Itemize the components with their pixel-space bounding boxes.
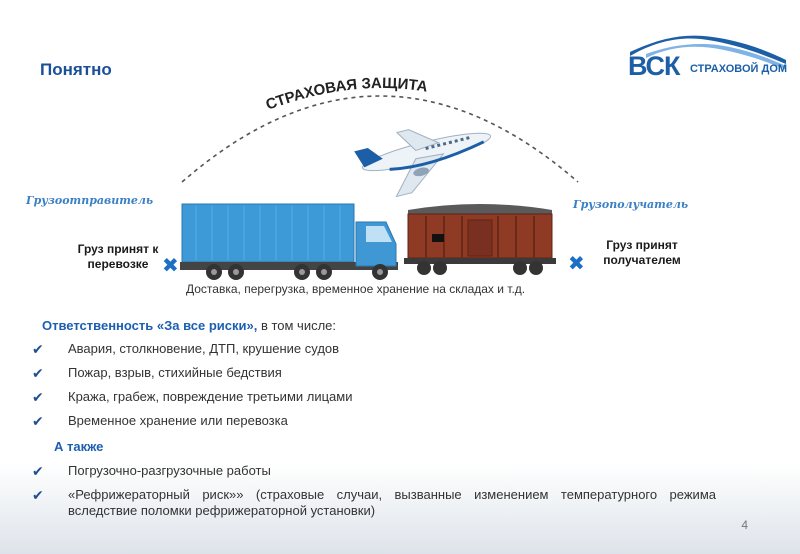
cross-icon: ✖ bbox=[568, 253, 585, 275]
logo-text: СТРАХОВОЙ ДОМ bbox=[690, 63, 788, 75]
list-item-text: Авария, столкновение, ДТП, крушение судо… bbox=[68, 341, 340, 356]
responsibility-heading-rest: в том числе: bbox=[257, 318, 337, 333]
receiver-label: Грузополучатель bbox=[573, 198, 689, 211]
list-item-text: Пожар, взрыв, стихийные бедствия bbox=[68, 365, 282, 380]
airplane-icon bbox=[354, 129, 492, 198]
responsibility-heading: Ответственность «За все риски», в том чи… bbox=[42, 318, 336, 333]
checkmark-icon: ✔ bbox=[32, 413, 44, 429]
checkmark-icon: ✔ bbox=[32, 487, 44, 503]
checkmark-icon: ✔ bbox=[32, 341, 44, 357]
cargo-scene: СТРАХОВАЯ ЗАЩИТА bbox=[180, 75, 579, 280]
railcar-icon bbox=[404, 204, 556, 275]
arc-label-path: СТРАХОВАЯ ЗАЩИТА bbox=[264, 75, 429, 114]
list-item: ✔ Пожар, взрыв, стихийные бедствия bbox=[32, 365, 352, 381]
company-logo: ВСК СТРАХОВОЙ ДОМ bbox=[628, 34, 788, 80]
protection-arc bbox=[181, 95, 579, 183]
list-item-text: Погрузочно-разгрузочные работы bbox=[68, 463, 271, 478]
checkmark-icon: ✔ bbox=[32, 365, 44, 381]
cross-icon: ✖ bbox=[162, 255, 179, 277]
list-item-text: Кража, грабеж, повреждение третьими лица… bbox=[68, 389, 353, 404]
cargo-accepted-for-transport: Груз принят к перевозке bbox=[77, 242, 159, 271]
responsibility-heading-accent: Ответственность «За все риски», bbox=[42, 318, 258, 333]
list-item: ✔ Авария, столкновение, ДТП, крушение суд… bbox=[32, 341, 352, 357]
slide-title: Понятно bbox=[40, 60, 112, 79]
additional-risk-list: ✔ Погрузочно-разгрузочные работы ✔ «Рефриж… bbox=[32, 463, 716, 527]
page-number: 4 bbox=[741, 518, 748, 532]
cargo-accepted-by-receiver: Груз принят получателем bbox=[603, 238, 681, 267]
checkmark-icon: ✔ bbox=[32, 463, 44, 479]
logo-abbreviation: ВСК bbox=[628, 51, 680, 81]
delivery-caption: Доставка, перегрузка, временное хранение… bbox=[186, 282, 526, 296]
list-item: ✔ «Рефрижераторный риск»» (страховые случ… bbox=[32, 487, 716, 519]
list-item: ✔ Временное хранение или перевозка bbox=[32, 413, 352, 429]
sender-label: Грузоотправитель bbox=[26, 194, 154, 207]
also-heading: А также bbox=[54, 439, 104, 454]
logo-roof-icon bbox=[630, 35, 786, 70]
list-item: ✔ Погрузочно-разгрузочные работы bbox=[32, 463, 716, 479]
background-fade bbox=[0, 464, 800, 554]
truck-icon bbox=[180, 203, 398, 280]
risk-list: ✔ Авария, столкновение, ДТП, крушение суд… bbox=[32, 341, 352, 437]
list-item-text: Временное хранение или перевозка bbox=[68, 413, 288, 428]
list-item: ✔ Кража, грабеж, повреждение третьими лиц… bbox=[32, 389, 352, 405]
checkmark-icon: ✔ bbox=[32, 389, 44, 405]
arc-label: СТРАХОВАЯ ЗАЩИТА bbox=[264, 75, 429, 114]
list-item-text: «Рефрижераторный риск»» (страховые случа… bbox=[68, 487, 716, 518]
